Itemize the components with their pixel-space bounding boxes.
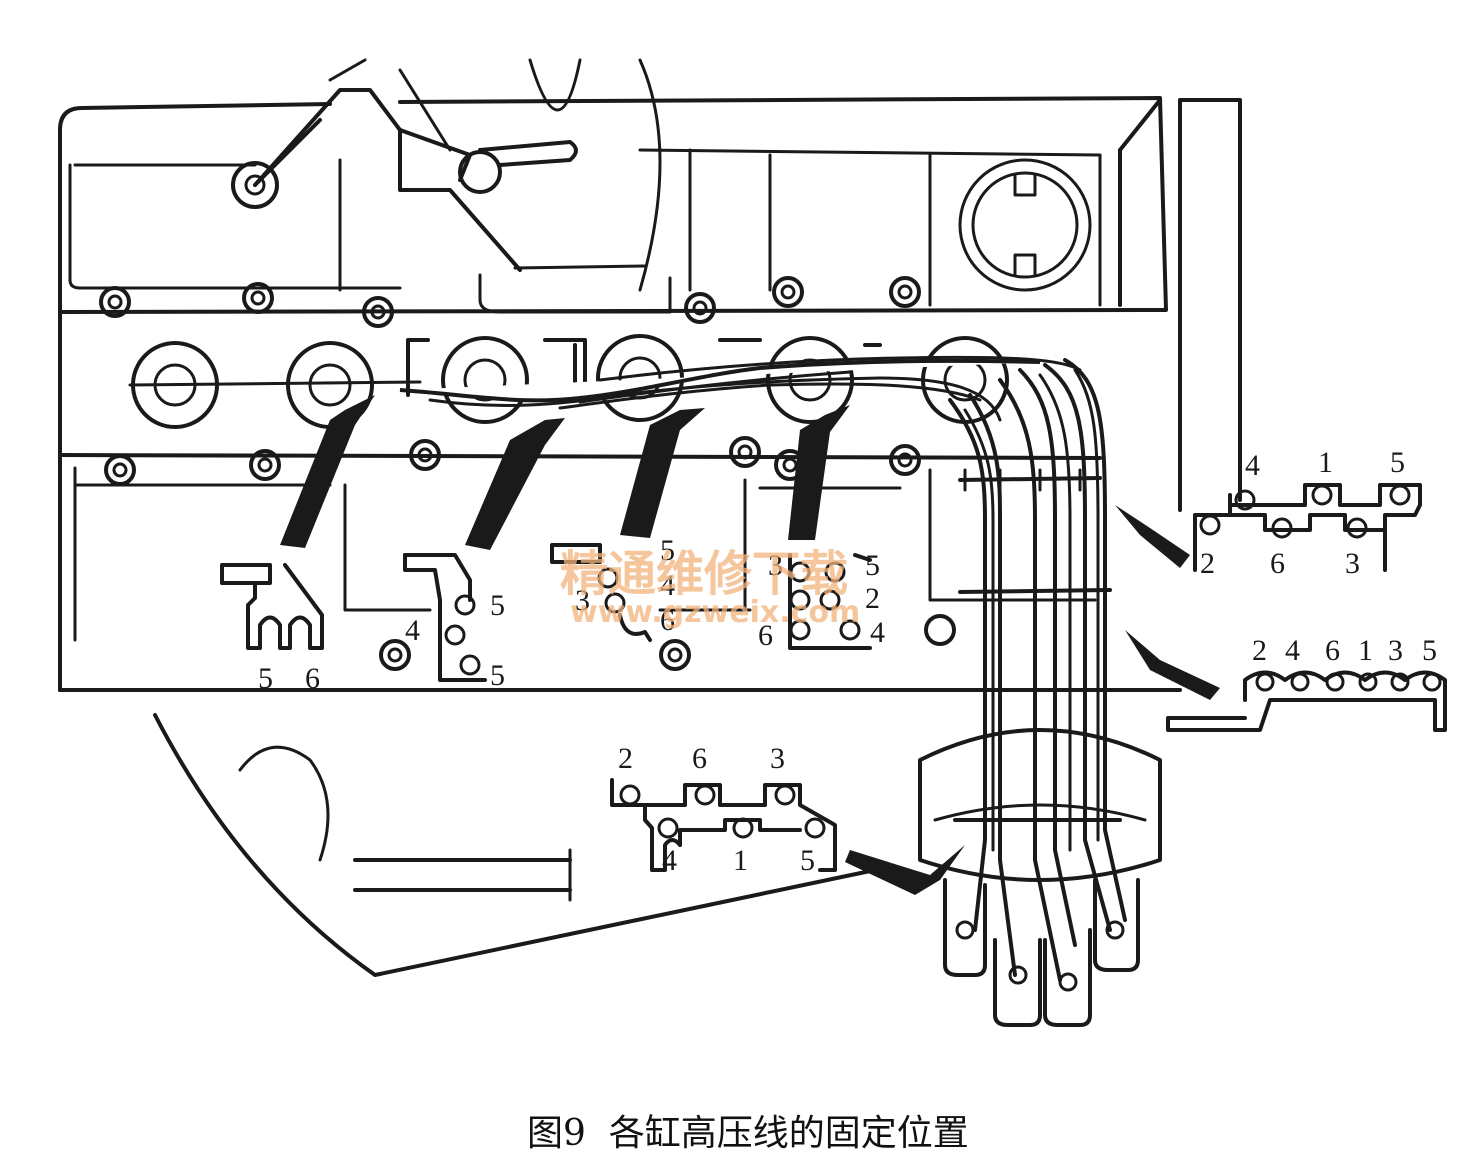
clip-rl-1: 2 — [1252, 634, 1267, 667]
clip-c-label-2: 4 — [660, 569, 675, 602]
watermark: 精通维修下载 www.gzweix.com — [560, 546, 860, 630]
clip-c-label-1: 5 — [660, 534, 675, 567]
arrow-7 — [845, 845, 965, 895]
clip-ru-bot-1: 2 — [1200, 547, 1215, 580]
clip-a-label-1: 5 — [258, 662, 273, 695]
clip-d-label-1: 3 — [768, 549, 783, 582]
figure-caption: 图9 各缸高压线的固定位置 — [527, 1113, 969, 1154]
cam-pulley — [958, 158, 1092, 292]
clip-c-label-4: 6 — [660, 604, 675, 637]
engine-head-outline — [58, 96, 1242, 692]
clip-d-label-4: 6 — [758, 619, 773, 652]
high-tension-wire-bundle — [399, 355, 1127, 982]
clip-b-bot-2: 1 — [733, 844, 748, 877]
distributor — [918, 728, 1162, 1027]
clip-rl-5: 3 — [1388, 634, 1403, 667]
clip-ru-bot-2: 6 — [1270, 547, 1285, 580]
wire-clip-b: 5 4 5 — [403, 553, 505, 692]
clip-b-bot-1: 4 — [662, 844, 677, 877]
clip-rl-6: 5 — [1422, 634, 1437, 667]
wire-clip-d: 3 5 2 6 4 — [758, 549, 885, 652]
clip-ru-top-1: 4 — [1245, 449, 1260, 482]
throttle-linkage — [231, 58, 662, 292]
clip-d-label-2: 5 — [865, 549, 880, 582]
arrow-3 — [620, 408, 705, 538]
clip-c-label-3: 3 — [575, 584, 590, 617]
clip-d-label-5: 4 — [870, 616, 885, 649]
clip-b-bot-3: 5 — [800, 844, 815, 877]
watermark-name: 精通维修下载 — [560, 546, 848, 602]
bolt-group — [99, 276, 956, 671]
clip-b-top-1: 2 — [618, 742, 633, 775]
clip-a-label-2: 6 — [305, 662, 320, 695]
clip-b-label-1: 5 — [490, 589, 505, 622]
wire-clip-right-lower: 2 4 6 1 3 5 — [1166, 634, 1447, 732]
arrow-5 — [1115, 505, 1190, 568]
clip-rl-3: 6 — [1325, 634, 1340, 667]
wire-clip-a: 5 6 — [220, 563, 324, 695]
arrow-1 — [280, 395, 375, 548]
clip-ru-top-3: 5 — [1390, 446, 1405, 479]
wire-clip-c: 5 4 3 6 — [550, 534, 675, 642]
clip-b-top-2: 6 — [692, 742, 707, 775]
arrow-4 — [788, 405, 850, 540]
clip-ru-top-2: 1 — [1318, 446, 1333, 479]
lower-block-outline — [153, 713, 877, 977]
clip-rl-4: 1 — [1358, 634, 1373, 667]
clip-b-top-3: 3 — [770, 742, 785, 775]
wire-clip-bottom: 2 6 3 4 1 5 — [610, 742, 837, 877]
clip-b-label-2: 4 — [405, 614, 420, 647]
clip-ru-bot-3: 3 — [1345, 547, 1360, 580]
arrow-2 — [465, 418, 565, 550]
clip-b-label-3: 5 — [490, 659, 505, 692]
clip-d-label-3: 2 — [865, 582, 880, 615]
clip-rl-2: 4 — [1285, 634, 1300, 667]
pointer-arrows — [280, 395, 1220, 895]
spark-plug-wells — [128, 334, 1009, 429]
watermark-url: www.gzweix.com — [570, 595, 860, 630]
arrow-6 — [1125, 630, 1220, 700]
wire-clip-right-upper: 4 1 5 2 6 3 — [1193, 446, 1422, 580]
